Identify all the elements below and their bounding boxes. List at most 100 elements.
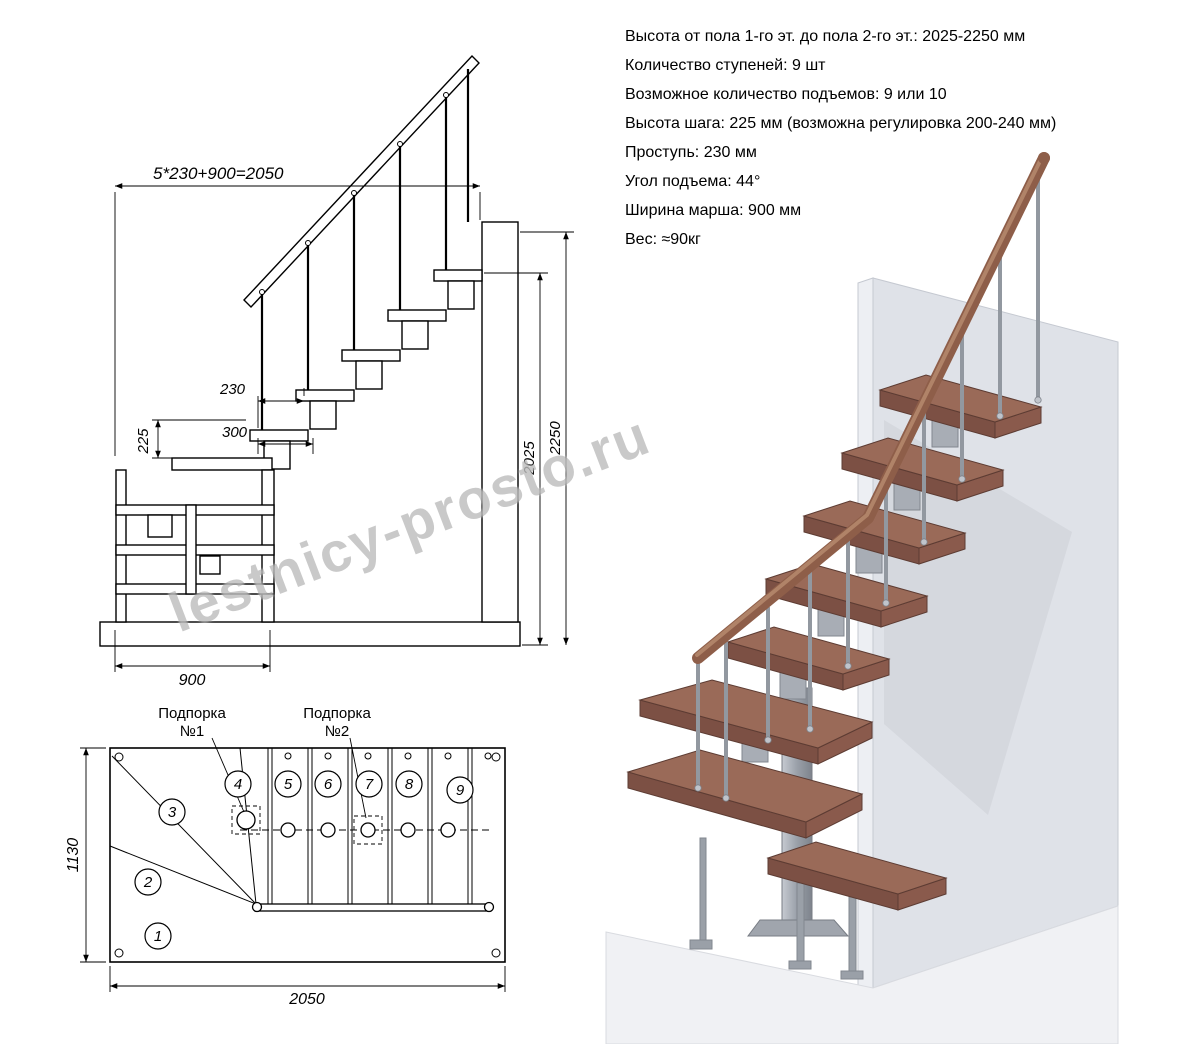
handrail-end <box>1038 152 1050 164</box>
step-circle <box>446 776 474 804</box>
spec-line: Проступь: 230 мм <box>625 144 757 161</box>
tread-support <box>355 360 383 390</box>
legs <box>689 837 864 980</box>
dim-width-label: 900 <box>179 672 206 689</box>
specs-block: Высота от пола 1-го эт. до пола 2-го эт.… <box>625 22 1056 254</box>
leg-foot <box>788 960 812 970</box>
tread <box>387 309 447 322</box>
dim-2050-label: 2050 <box>288 991 325 1008</box>
step-number-1: 1 <box>154 928 162 945</box>
tread-support <box>447 280 475 310</box>
joint <box>397 141 403 147</box>
plan-structure <box>109 737 506 963</box>
dim-rise-label: 225 <box>135 428 152 455</box>
handrail-highlight <box>695 153 1045 657</box>
support-frame-2 <box>353 815 383 845</box>
support2-label2: №2 <box>325 723 349 740</box>
leg-foot <box>840 970 864 980</box>
balusters <box>260 69 470 430</box>
screw <box>444 752 452 760</box>
elevation-dim-labels: 5*230+900=2050 230 300 225 900 2025 2250 <box>135 164 564 689</box>
support-post <box>280 822 296 838</box>
joint <box>806 725 814 733</box>
step-circle <box>274 770 302 798</box>
baluster-joints <box>259 92 449 295</box>
tread <box>341 349 401 362</box>
tread <box>433 269 483 282</box>
step-circle <box>134 868 162 896</box>
step-number-4: 4 <box>234 776 242 793</box>
step-number-circles <box>134 770 474 950</box>
dim-tread-label: 230 <box>219 381 246 398</box>
wall-shadow <box>884 420 1072 815</box>
step-number-6: 6 <box>324 776 333 793</box>
render-step-1 <box>766 841 948 911</box>
joint <box>443 92 449 98</box>
joint <box>722 794 730 802</box>
step-numbers: 1 2 3 4 5 6 7 8 9 <box>143 776 465 945</box>
support-post <box>440 822 456 838</box>
support1-label: Подпорка <box>158 705 226 722</box>
baluster-joints <box>694 396 1042 802</box>
joint <box>882 599 890 607</box>
step-circle <box>355 770 383 798</box>
right-wall <box>481 221 519 623</box>
support2-label: Подпорка <box>303 705 371 722</box>
winder-edge <box>109 845 257 905</box>
support-posts <box>236 810 456 838</box>
screw <box>484 752 492 760</box>
plan-screws <box>114 752 501 958</box>
step-number-3: 3 <box>168 804 177 821</box>
frame-post <box>185 504 197 595</box>
winder-edge <box>111 755 257 905</box>
spec-line: Возможное количество подъемов: 9 или 10 <box>625 86 947 103</box>
support1-label2: №1 <box>180 723 204 740</box>
joint <box>694 784 702 792</box>
screw <box>114 752 124 762</box>
ground-base <box>99 621 521 647</box>
handrail <box>243 54 480 309</box>
elevation-dimensions <box>114 183 574 672</box>
frame-bracket <box>147 514 173 538</box>
render-balusters <box>696 174 1040 800</box>
step-number-9: 9 <box>456 782 465 799</box>
joint <box>351 190 357 196</box>
spec-line: Высота от пола 1-го эт. до пола 2-го эт.… <box>625 28 1026 45</box>
screw <box>114 948 124 958</box>
spec-line: Высота шага: 225 мм (возможна регулировк… <box>625 115 1057 132</box>
leg-foot <box>689 939 713 950</box>
spec-line: Ширина марша: 900 мм <box>625 202 802 219</box>
joint <box>1034 396 1042 404</box>
tread-support <box>309 400 337 430</box>
dim-2250-label: 2250 <box>547 421 564 456</box>
tread-top <box>766 841 948 895</box>
floor <box>605 905 1119 1044</box>
step-circle <box>224 770 252 798</box>
dim-300-label: 300 <box>222 424 248 441</box>
spec-line: Количество ступеней: 9 шт <box>625 57 826 74</box>
screw <box>491 752 501 762</box>
joint <box>996 412 1004 420</box>
tread <box>295 389 355 402</box>
dim-1130-label: 1130 <box>65 838 82 873</box>
joint <box>764 736 772 744</box>
support-frame-1 <box>231 805 261 835</box>
step-leg <box>699 837 707 945</box>
spec-line: Угол подъема: 44° <box>625 173 761 190</box>
render-3d <box>605 152 1119 1044</box>
dim-2025-label: 2025 <box>521 441 538 476</box>
step-circle <box>314 770 342 798</box>
rail-post <box>483 901 495 913</box>
platform-frame <box>115 457 275 623</box>
tread-top <box>626 749 864 823</box>
elevation-drawing: 5*230+900=2050 230 300 225 900 2025 2250 <box>99 54 574 689</box>
joint <box>958 475 966 483</box>
dim-total-label: 5*230+900=2050 <box>153 164 284 183</box>
support-post <box>400 822 416 838</box>
screw <box>324 752 332 760</box>
screw <box>404 752 412 760</box>
frame-bracket <box>199 555 221 575</box>
step-number-5: 5 <box>284 776 293 793</box>
elevation-structure <box>99 54 521 647</box>
